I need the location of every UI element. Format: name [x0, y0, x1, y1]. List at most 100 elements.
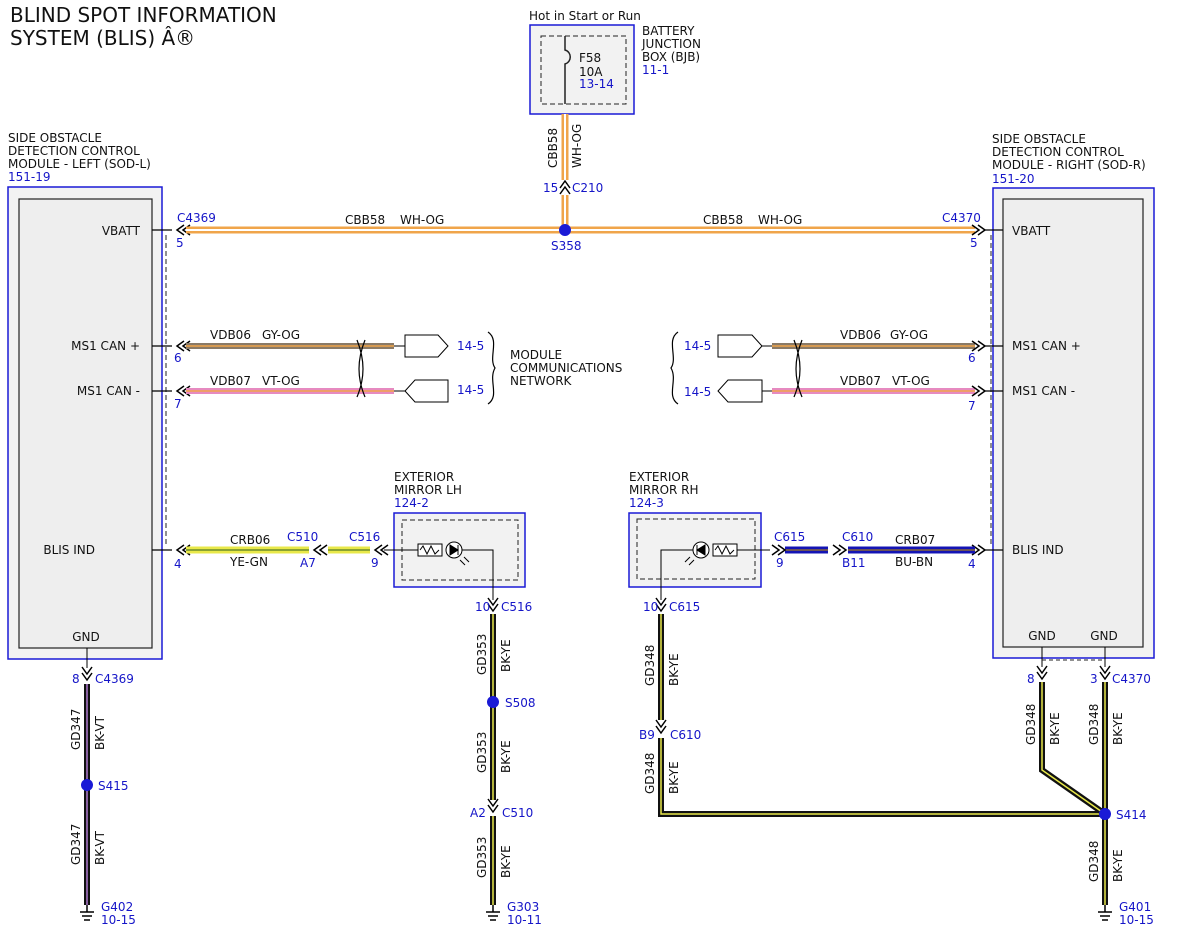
connector-c4370-bottom-link[interactable]: C4370 [1112, 672, 1151, 686]
connector-c4369-bottom-link[interactable]: C4369 [95, 672, 134, 686]
connector-arrow-icon [175, 340, 191, 352]
connector-pin: 5 [176, 236, 184, 250]
wire-label-color: BK-VT [93, 830, 107, 865]
wire-label-circuit: GD353 [475, 837, 489, 878]
connector-pin: 7 [968, 399, 976, 413]
wire-label-circuit: CBB58 [546, 128, 560, 168]
wire-gd348-mirror[interactable] [658, 614, 1105, 817]
bracket-icon [670, 331, 679, 405]
wire-label-circuit: VDB06 [840, 328, 881, 342]
sod-r-name-2: DETECTION CONTROL [992, 145, 1124, 159]
network-ref-link-minus[interactable]: 14-5 [684, 385, 711, 399]
ground-g402-ref[interactable]: 10-15 [101, 913, 136, 927]
wire-label-color: VT-OG [262, 374, 300, 388]
wire-label-color: WH-OG [400, 213, 444, 227]
fuse-ref-link[interactable]: 13-14 [579, 77, 614, 91]
splice-s415[interactable] [81, 779, 93, 791]
diagram-title-line2: SYSTEM (BLIS) Â® [10, 26, 195, 50]
sod-r-ref-link[interactable]: 151-20 [992, 172, 1035, 186]
mirror-lh-name-2: MIRROR LH [394, 483, 462, 497]
sod-r-name-1: SIDE OBSTACLE [992, 132, 1086, 146]
wire-label-color: BU-BN [895, 555, 933, 569]
connector-c516-bottom-link[interactable]: C516 [501, 600, 532, 614]
fuse-amps: 10A [579, 65, 603, 79]
splice-s358-label[interactable]: S358 [551, 239, 582, 253]
wire-label-color: BK-YE [1111, 712, 1125, 745]
sod-l-pin-can-minus: MS1 CAN - [77, 384, 140, 398]
wire-gd348-module[interactable] [1039, 682, 1108, 905]
bjb-box[interactable] [529, 24, 635, 115]
ground-symbol-icon [486, 905, 500, 921]
connector-c510-link[interactable]: C510 [287, 530, 318, 544]
twisted-pair-icon [793, 339, 803, 398]
splice-s508-label[interactable]: S508 [505, 696, 536, 710]
wire-label-color: BK-YE [499, 740, 513, 773]
connector-c610-link[interactable]: C610 [842, 530, 873, 544]
splice-s414-label[interactable]: S414 [1116, 808, 1147, 822]
wire-label-circuit: GD347 [69, 824, 83, 865]
splice-s414[interactable] [1099, 808, 1111, 820]
wire-label-color: BK-YE [499, 639, 513, 672]
fuse-icon [564, 36, 571, 104]
sod-r-inner [1002, 198, 1144, 648]
connector-c510-bottom-link[interactable]: C510 [502, 806, 533, 820]
network-ref-link-minus[interactable]: 14-5 [457, 383, 484, 397]
wire-label-circuit: GD348 [1087, 704, 1101, 745]
connector-c615-bottom-link[interactable]: C615 [669, 600, 700, 614]
connector-arrow-icon [487, 798, 499, 814]
wire-label-circuit: CRB07 [895, 533, 935, 547]
splice-s415-label[interactable]: S415 [98, 779, 129, 793]
bjb-inner-dashed [540, 35, 627, 105]
diagram-title-line1: BLIND SPOT INFORMATION [10, 3, 277, 27]
mirror-lh-name-1: EXTERIOR [394, 470, 454, 484]
connector-c210-link[interactable]: C210 [572, 181, 603, 195]
connector-arrow-icon [832, 544, 848, 556]
connector-c4370-link[interactable]: C4370 [942, 211, 981, 225]
wire-label-circuit: VDB07 [840, 374, 881, 388]
connector-arrow-icon [1099, 665, 1111, 681]
wire-label-color: BK-YE [667, 761, 681, 794]
wire-label-circuit: VDB06 [210, 328, 251, 342]
ground-g401-ref[interactable]: 10-15 [1119, 913, 1154, 927]
ground-g402-link[interactable]: G402 [101, 900, 133, 914]
connector-c610-bottom-link[interactable]: C610 [670, 728, 701, 742]
sod-l-pin-gnd: GND [72, 630, 100, 644]
connector-pin: 7 [174, 397, 182, 411]
wire-label-circuit: GD348 [643, 645, 657, 686]
connector-arrow-icon [971, 340, 987, 352]
connector-arrow-icon [971, 385, 987, 397]
wire-label-color: GY-OG [890, 328, 928, 342]
wire-label-circuit: GD353 [475, 634, 489, 675]
connector-arrow-icon [559, 185, 571, 195]
mirror-rh-ref-link[interactable]: 124-3 [629, 496, 664, 510]
connector-arrow-icon [487, 597, 499, 613]
ground-g401-link[interactable]: G401 [1119, 900, 1151, 914]
splice-s508[interactable] [487, 696, 499, 708]
ground-g303-link[interactable]: G303 [507, 900, 539, 914]
connector-c615-link[interactable]: C615 [774, 530, 805, 544]
sod-l-pin-blis: BLIS IND [43, 543, 95, 557]
connector-female-shape [404, 379, 449, 403]
connector-c516-link[interactable]: C516 [349, 530, 380, 544]
mirror-rh-name-2: MIRROR RH [629, 483, 699, 497]
connector-arrow-icon [559, 179, 571, 189]
ground-symbol-icon [80, 905, 94, 921]
network-ref-link-plus[interactable]: 14-5 [684, 339, 711, 353]
network-ref-link-plus[interactable]: 14-5 [457, 339, 484, 353]
connector-pin: A2 [470, 806, 486, 820]
sod-l-name-1: SIDE OBSTACLE [8, 131, 102, 145]
sod-l-ref-link[interactable]: 151-19 [8, 170, 51, 184]
mirror-lh-ref-link[interactable]: 124-2 [394, 496, 429, 510]
sod-r-pin-vbatt: VBATT [1012, 224, 1051, 238]
connector-female-shape [717, 379, 763, 403]
splice-s358[interactable] [559, 224, 571, 236]
bjb-name-1: BATTERY [642, 24, 695, 38]
sod-r-pin-blis: BLIS IND [1012, 543, 1064, 557]
bjb-ref-link[interactable]: 11-1 [642, 63, 669, 77]
connector-c4369-link[interactable]: C4369 [177, 211, 216, 225]
fuse-name: F58 [579, 51, 601, 65]
ground-g303-ref[interactable]: 10-11 [507, 913, 542, 927]
wire-label-color: BK-YE [1048, 712, 1062, 745]
connector-pin: 8 [1027, 672, 1035, 686]
